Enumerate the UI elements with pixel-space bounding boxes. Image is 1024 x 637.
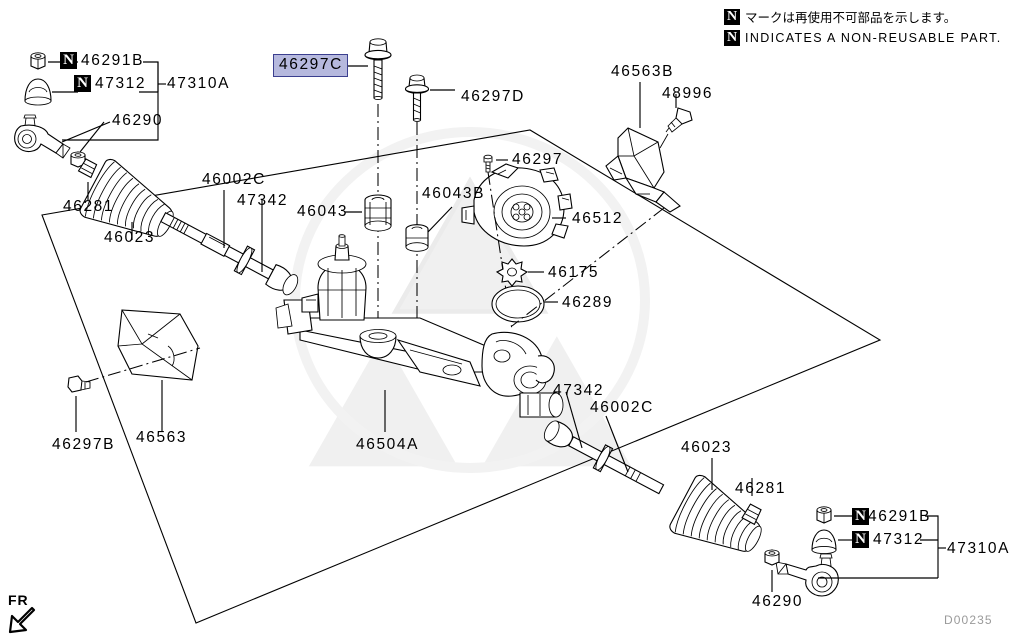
part-label-46291B-left: 46291B [81,52,145,69]
legend-text-english: INDICATES A NON-REUSABLE PART. [745,30,1002,45]
bolt-46297C [340,38,392,330]
heat-shield-46563 [67,309,201,432]
part-label-46002C-left: 46002C [202,171,266,188]
non-reusable-badge-icon: N [724,8,740,25]
part-label-46297D: 46297D [461,88,525,105]
non-reusable-badge-icon-47312-left: N [74,75,91,92]
part-label-46290-left: 46290 [112,112,164,129]
part-label-47310A-right: 47310A [947,540,1011,557]
inner-rod-left [160,190,299,296]
part-label-46290-right: 46290 [752,593,804,610]
bellows-right [669,458,762,552]
rack-housing-46504A [275,234,564,432]
part-label-47310A-left: 47310A [167,75,231,92]
part-label-46043: 46043 [297,203,349,220]
part-label-46297: 46297 [512,151,564,168]
part-label-47342-right: 47342 [553,382,605,399]
non-reusable-badge-icon-46291B-right: N [852,508,869,525]
part-label-46281-right: 46281 [735,480,787,497]
part-label-47342-left: 47342 [237,192,289,209]
sensor-48996 [659,94,693,149]
tie-rod-end-right [764,506,946,597]
part-label-46297B: 46297B [52,436,116,453]
part-label-46023-left: 46023 [104,229,156,246]
drawing-number: D00235 [944,613,993,627]
oring-46289 [491,285,558,323]
fr-arrow-icon [8,606,36,634]
part-label-46563: 46563 [136,429,188,446]
bushing-46043B [405,206,453,252]
part-label-46297C-highlighted[interactable]: 46297C [273,54,348,77]
legend-row-japanese: N マークは再使用不可部品を示します。 [724,6,1020,27]
tie-rod-end-left [14,52,166,168]
part-label-46289: 46289 [562,294,614,311]
part-label-46563B: 46563B [611,63,675,80]
legend-row-english: N INDICATES A NON-REUSABLE PART. [724,27,1020,48]
part-label-46512: 46512 [572,210,624,227]
non-reusable-badge-icon-47312-right: N [852,531,869,548]
non-reusable-badge-icon: N [724,29,740,46]
part-label-46291B-right: 46291B [868,508,932,525]
legend-text-japanese: マークは再使用不可部品を示します。 [745,10,957,25]
part-label-47312-right: 47312 [873,531,925,548]
part-label-46043B: 46043B [422,185,486,202]
part-label-46504A: 46504A [356,436,420,453]
assembly-frame [41,129,882,624]
inner-rod-right [543,391,665,495]
non-reusable-badge-icon-46291B-left: N [60,52,77,69]
motor-46512 [461,154,573,331]
bracket-46563B [511,82,681,327]
legend-notes: N マークは再使用不可部品を示します。 N INDICATES A NON-RE… [724,6,1020,48]
bushing-46043 [345,194,392,232]
part-label-46002C-right: 46002C [590,399,654,416]
front-orientation-mark: FR [6,592,58,636]
part-label-47312-left: 47312 [95,75,147,92]
part-label-46175: 46175 [548,264,600,281]
part-label-48996: 48996 [662,85,714,102]
fr-label: FR [8,592,29,608]
part-label-46281-left: 46281 [63,198,115,215]
gear-46175 [495,258,544,287]
part-label-46023-right: 46023 [681,439,733,456]
